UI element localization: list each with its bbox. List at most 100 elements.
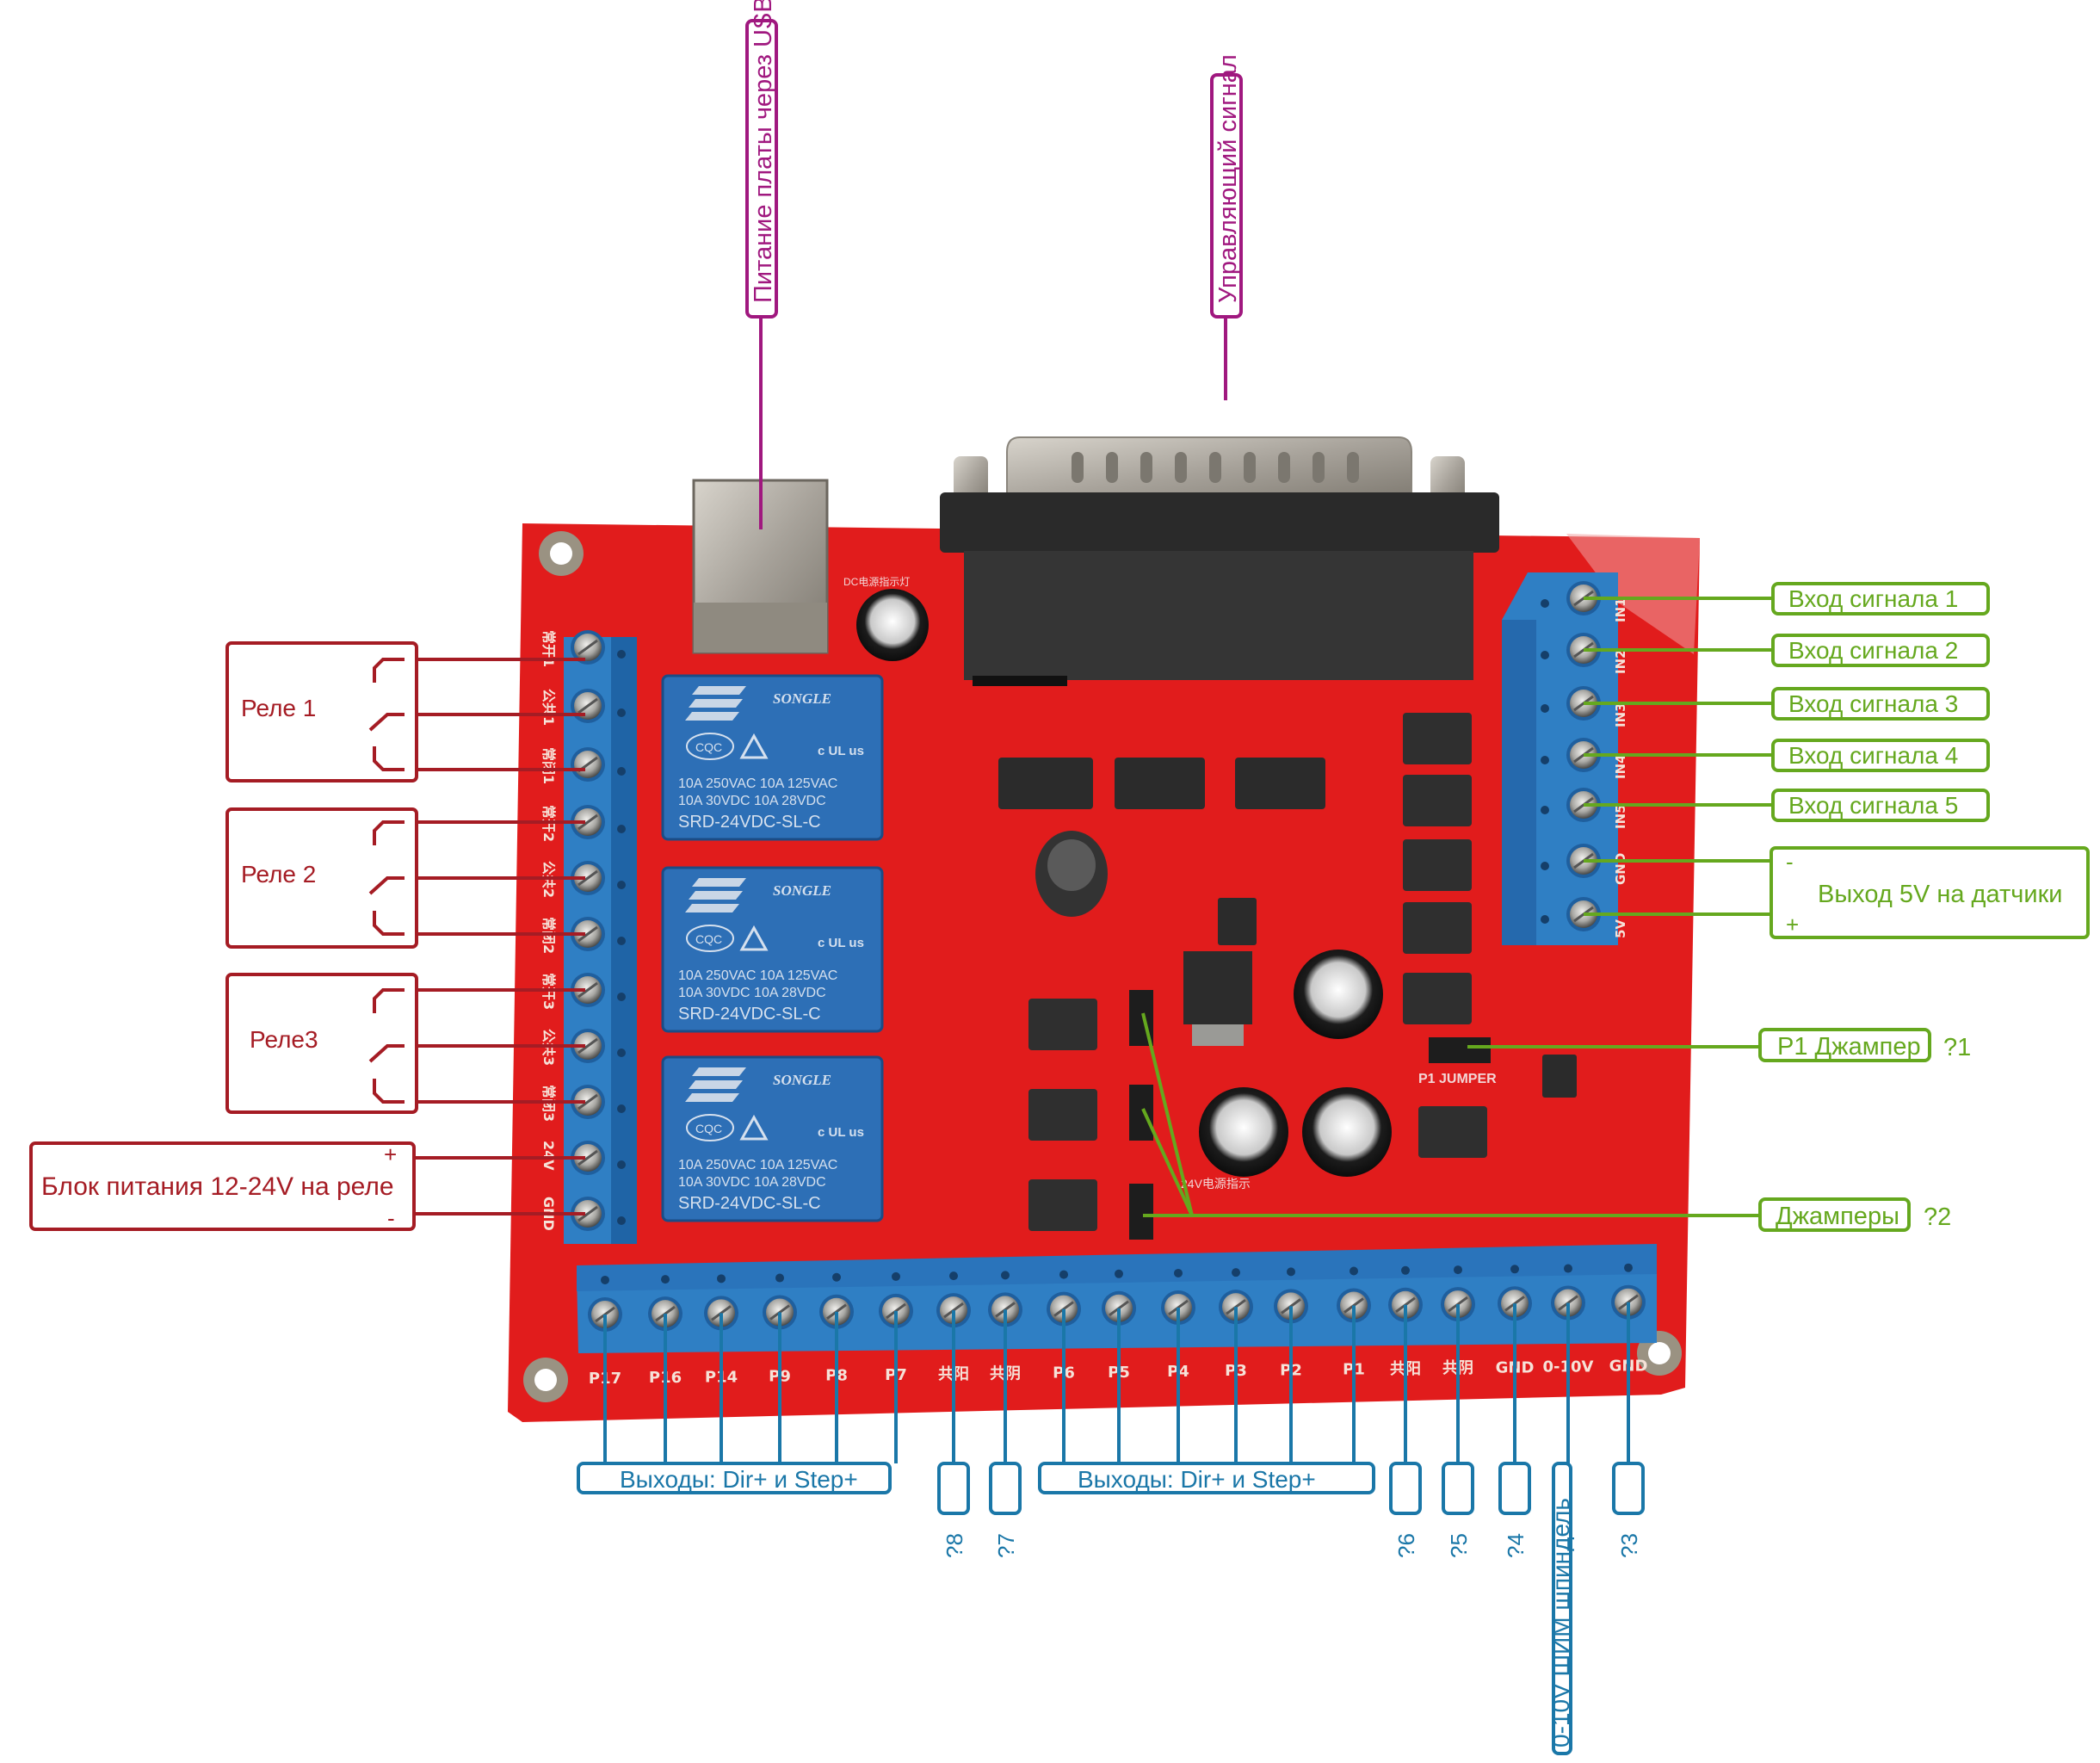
silk-dc-indicator: DC电源指示灯: [843, 575, 910, 588]
terminal-dot: [1541, 756, 1549, 764]
cqc-mark-icon: [686, 1114, 734, 1141]
contact-common-icon: [368, 1044, 405, 1063]
right-silk-label: IN5: [1613, 804, 1628, 829]
note-label: ?4: [1503, 1533, 1529, 1558]
left-terminal-screw: [571, 973, 605, 1007]
relay-rating-2: 10A 30VDC 10A 28VDC: [678, 986, 826, 1000]
annotation-input-5: Вход сигнала 5: [1584, 789, 1990, 822]
annotation-input-1: Вход сигнала 1: [1584, 582, 1990, 616]
terminal-dot: [1401, 1265, 1410, 1275]
note-box: [1389, 1462, 1422, 1515]
jumper-headers: [1129, 990, 1491, 1240]
left-terminal-screw: [571, 630, 605, 665]
left-silk-label: 常开1: [540, 630, 557, 667]
outputs-left-label: Выходы: Dir+ и Step+: [620, 1466, 858, 1493]
screw-slot: [578, 925, 598, 943]
note-box-q8: ?8: [937, 1462, 970, 1558]
left-terminal-screw: [571, 689, 605, 723]
relay-rating-1: 10A 250VAC 10A 125VAC: [678, 1158, 837, 1172]
relay-cert-cqc: CQC: [695, 1122, 722, 1135]
input-box: [1771, 634, 1990, 667]
terminal-dot: [1115, 1269, 1123, 1278]
pcb-highlight: [1566, 534, 1700, 654]
songle-logo-icon: [685, 1067, 746, 1102]
annotation-input-3: Вход сигнала 3: [1584, 687, 1990, 721]
right-silk-label: 5V: [1613, 919, 1628, 938]
contact-nc-icon: [373, 1079, 405, 1104]
terminal-dot: [661, 1275, 670, 1284]
relay-modules: SONGLE CQC c UL us 10A 250VAC 10A 125VAC 10A…: [661, 674, 884, 1222]
note-label: ?6: [1393, 1533, 1419, 1558]
right-silk-label: IN4: [1613, 754, 1628, 779]
screw-slot: [578, 639, 598, 656]
note-box: [1612, 1462, 1645, 1515]
left-terminal-screws: [571, 630, 626, 1231]
note-box-q6: ?6: [1389, 1462, 1422, 1558]
power-minus: -: [387, 1205, 395, 1231]
note-label: ?5: [1446, 1533, 1472, 1558]
left-terminal-screw: [571, 917, 605, 951]
input-label: Вход сигнала 5: [1788, 792, 1958, 819]
right-terminal-block: [1502, 572, 1618, 945]
relay-brand: SONGLE: [773, 690, 831, 707]
screw-slot: [578, 813, 598, 831]
note-box: [1442, 1462, 1474, 1515]
annotation-relay-1: Реле 1: [225, 641, 585, 783]
left-terminal-screw: [571, 747, 605, 782]
left-terminal-screw: [571, 1197, 605, 1231]
annotation-power-supply: + Блок питания 12-24V на реле -: [29, 1141, 585, 1231]
mounting-hole-bottom-left: [523, 1358, 568, 1402]
relay-model: SRD-24VDC-SL-C: [678, 813, 821, 832]
terminal-dot: [1287, 1267, 1295, 1277]
terminal-dot: [717, 1274, 726, 1284]
terminal-dot: [1174, 1268, 1183, 1277]
silk-24v-indicator: 24V电源指示: [1181, 1177, 1251, 1191]
screw-slot: [578, 1093, 598, 1110]
right-silk-label: IN3: [1613, 702, 1628, 727]
screw-slot: [578, 869, 598, 887]
relay-cert-ul: c UL us: [818, 1125, 864, 1140]
terminal-dot: [775, 1273, 784, 1283]
note-box-q3: ?3: [1612, 1462, 1645, 1558]
right-silk-label: IN2: [1613, 649, 1628, 674]
sensor-out-label: Выход 5V на датчики: [1818, 881, 2062, 908]
relay-cert-ul: c UL us: [818, 744, 864, 758]
contact-no-icon: [373, 820, 405, 845]
db25-pins: [1072, 452, 1359, 483]
terminal-dot: [617, 1160, 626, 1169]
ic-chips: [998, 758, 1577, 1098]
sensor-plus: +: [1786, 912, 1799, 937]
terminal-dot: [617, 650, 626, 659]
relay-brand: SONGLE: [773, 882, 831, 899]
warning-triangle-icon: [739, 733, 769, 759]
terminal-dot: [617, 1104, 626, 1113]
inductor: [1035, 831, 1108, 917]
screw-slot: [578, 1205, 598, 1222]
terminal-dot: [892, 1271, 900, 1281]
terminal-dot: [949, 1271, 958, 1281]
relay-cert-cqc: CQC: [695, 740, 722, 754]
terminal-dot: [1541, 704, 1549, 713]
control-signal-label: Управляющий сигнал: [1214, 54, 1242, 303]
note-box-q4: ?4: [1498, 1462, 1531, 1558]
left-terminal-silk: 常开1公共1常闭1常开2公共2常闭2常开3公共3常闭324VGND: [540, 630, 557, 1231]
relay-cert-cqc: CQC: [695, 932, 722, 946]
note-box: [1498, 1462, 1531, 1515]
p1-jumper-label: P1 Джампер: [1777, 1033, 1921, 1061]
left-terminal-screw: [571, 805, 605, 839]
input-box: [1771, 687, 1990, 721]
terminal-dot: [617, 881, 626, 889]
input-box: [1771, 582, 1990, 616]
warning-triangle-icon: [739, 925, 769, 951]
input-label: Вход сигнала 1: [1788, 585, 1958, 612]
annotation-sensor-5v: - Выход 5V на датчики +: [1584, 846, 2090, 939]
relay-model: SRD-24VDC-SL-C: [678, 1194, 821, 1213]
relay-box: [225, 641, 418, 783]
bottom-note-boxes: ?8?7?6?5?4?3: [937, 1462, 1645, 1558]
electrolytic-capacitor: [856, 589, 929, 661]
bottom-annotation-lines: [603, 1302, 1630, 1463]
terminal-dot: [1624, 1263, 1633, 1272]
